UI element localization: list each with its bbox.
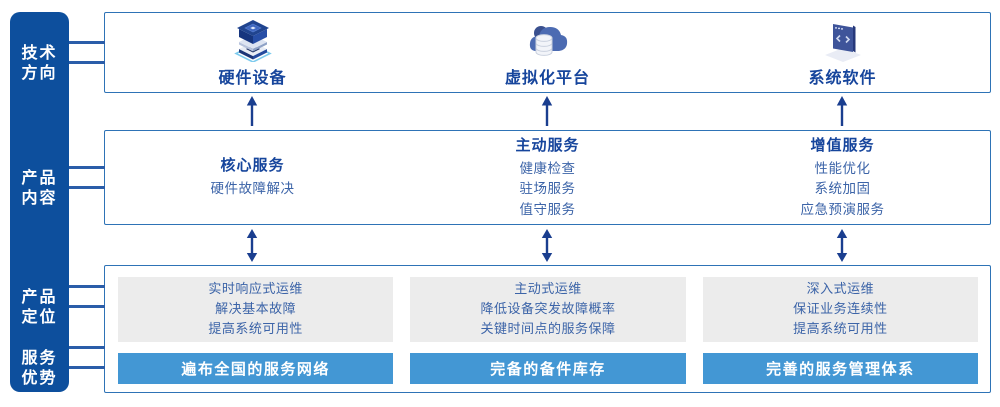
sidebar-label-line: 技术	[21, 45, 58, 62]
positioning-line: 解决基本故障	[215, 301, 297, 317]
code-window-icon	[821, 18, 865, 62]
connector-line	[64, 285, 105, 288]
positioning-panel: 主动式运维 降低设备突发故障概率 关键时间点的服务保障	[410, 277, 686, 342]
content-title: 增值服务	[810, 136, 875, 154]
content-item: 硬件故障解决	[210, 181, 295, 197]
sidebar-label-service-advantage: 服务 优势	[10, 349, 69, 389]
sidebar-label-line: 服务	[21, 350, 58, 367]
connector-line	[64, 366, 105, 369]
positioning-advantage-box: 实时响应式运维 解决基本故障 提高系统可用性 遍布全国的服务网络 主动式运维 降…	[104, 265, 991, 393]
sidebar-label-line: 优势	[21, 370, 58, 387]
positioning-line: 深入式运维	[806, 281, 875, 297]
content-title: 核心服务	[220, 157, 285, 175]
bottom-col-system-software: 深入式运维 保证业务连续性 提高系统可用性 完善的服务管理体系	[702, 277, 978, 384]
content-item: 性能优化	[814, 160, 871, 176]
connector-line	[64, 166, 105, 169]
double-arrow	[541, 229, 553, 262]
positioning-line: 保证业务连续性	[793, 301, 888, 317]
sidebar-label-line: 方向	[21, 65, 58, 82]
advantage-bar: 遍布全国的服务网络	[118, 352, 394, 384]
up-arrow	[541, 96, 553, 126]
advantage-bar: 完备的备件库存	[410, 352, 686, 384]
tech-title-virtualization: 虚拟化平台	[504, 69, 590, 87]
connector-line	[64, 346, 105, 349]
product-content-box: 核心服务 硬件故障解决 主动服务 健康检查 驻场服务 值守服务 增值服务 性能优…	[104, 130, 991, 225]
content-col-value-added-service: 增值服务 性能优化 系统加固 应急预演服务	[695, 131, 990, 224]
tech-item-hardware: 硬件设备	[105, 13, 400, 92]
sidebar-label-line: 产品	[21, 289, 58, 306]
positioning-line: 主动式运维	[514, 281, 582, 297]
connector-line	[64, 41, 105, 44]
sidebar-label-tech-direction: 技术 方向	[10, 44, 69, 84]
positioning-line: 提高系统可用性	[208, 321, 303, 337]
bottom-col-virtualization: 主动式运维 降低设备突发故障概率 关键时间点的服务保障 完备的备件库存	[410, 277, 686, 384]
tech-item-virtualization: 虚拟化平台	[400, 13, 695, 92]
tech-title-system-software: 系统软件	[808, 69, 877, 87]
sidebar-label-line: 产品	[21, 170, 58, 187]
content-item: 应急预演服务	[800, 201, 885, 217]
positioning-line: 提高系统可用性	[793, 321, 888, 337]
cloud-database-icon	[526, 18, 570, 62]
up-arrow	[246, 96, 258, 126]
positioning-panel: 深入式运维 保证业务连续性 提高系统可用性	[702, 277, 978, 342]
positioning-line: 实时响应式运维	[208, 281, 303, 297]
tech-item-system-software: 系统软件	[695, 13, 990, 92]
connector-line	[64, 61, 105, 64]
sidebar-label-product-positioning: 产品 定位	[10, 288, 69, 328]
double-arrow	[246, 229, 258, 262]
positioning-line: 关键时间点的服务保障	[480, 321, 616, 337]
connector-line	[64, 186, 105, 189]
advantage-bar: 完善的服务管理体系	[702, 352, 978, 384]
content-item: 系统加固	[814, 181, 871, 197]
up-arrow	[836, 96, 848, 126]
content-item: 健康检查	[519, 160, 576, 176]
bottom-col-hardware: 实时响应式运维 解决基本故障 提高系统可用性 遍布全国的服务网络	[118, 277, 394, 384]
category-sidebar: 技术 方向 产品 内容 产品 定位 服务 优势	[10, 12, 69, 392]
content-item: 驻场服务	[519, 181, 576, 197]
sidebar-label-line: 定位	[21, 309, 58, 326]
content-title: 主动服务	[515, 136, 580, 154]
double-arrow	[836, 229, 848, 262]
content-col-proactive-service: 主动服务 健康检查 驻场服务 值守服务	[400, 131, 695, 224]
sidebar-label-line: 内容	[21, 190, 58, 207]
positioning-panel: 实时响应式运维 解决基本故障 提高系统可用性	[118, 277, 394, 342]
content-col-core-service: 核心服务 硬件故障解决	[105, 131, 400, 224]
tech-title-hardware: 硬件设备	[218, 69, 287, 87]
tech-direction-box: 硬件设备 虚拟化平台	[104, 12, 991, 93]
positioning-line: 降低设备突发故障概率	[480, 301, 616, 317]
sidebar-label-product-content: 产品 内容	[10, 169, 69, 209]
connector-line	[64, 305, 105, 308]
content-item: 值守服务	[519, 201, 576, 217]
server-stack-icon	[231, 18, 275, 63]
